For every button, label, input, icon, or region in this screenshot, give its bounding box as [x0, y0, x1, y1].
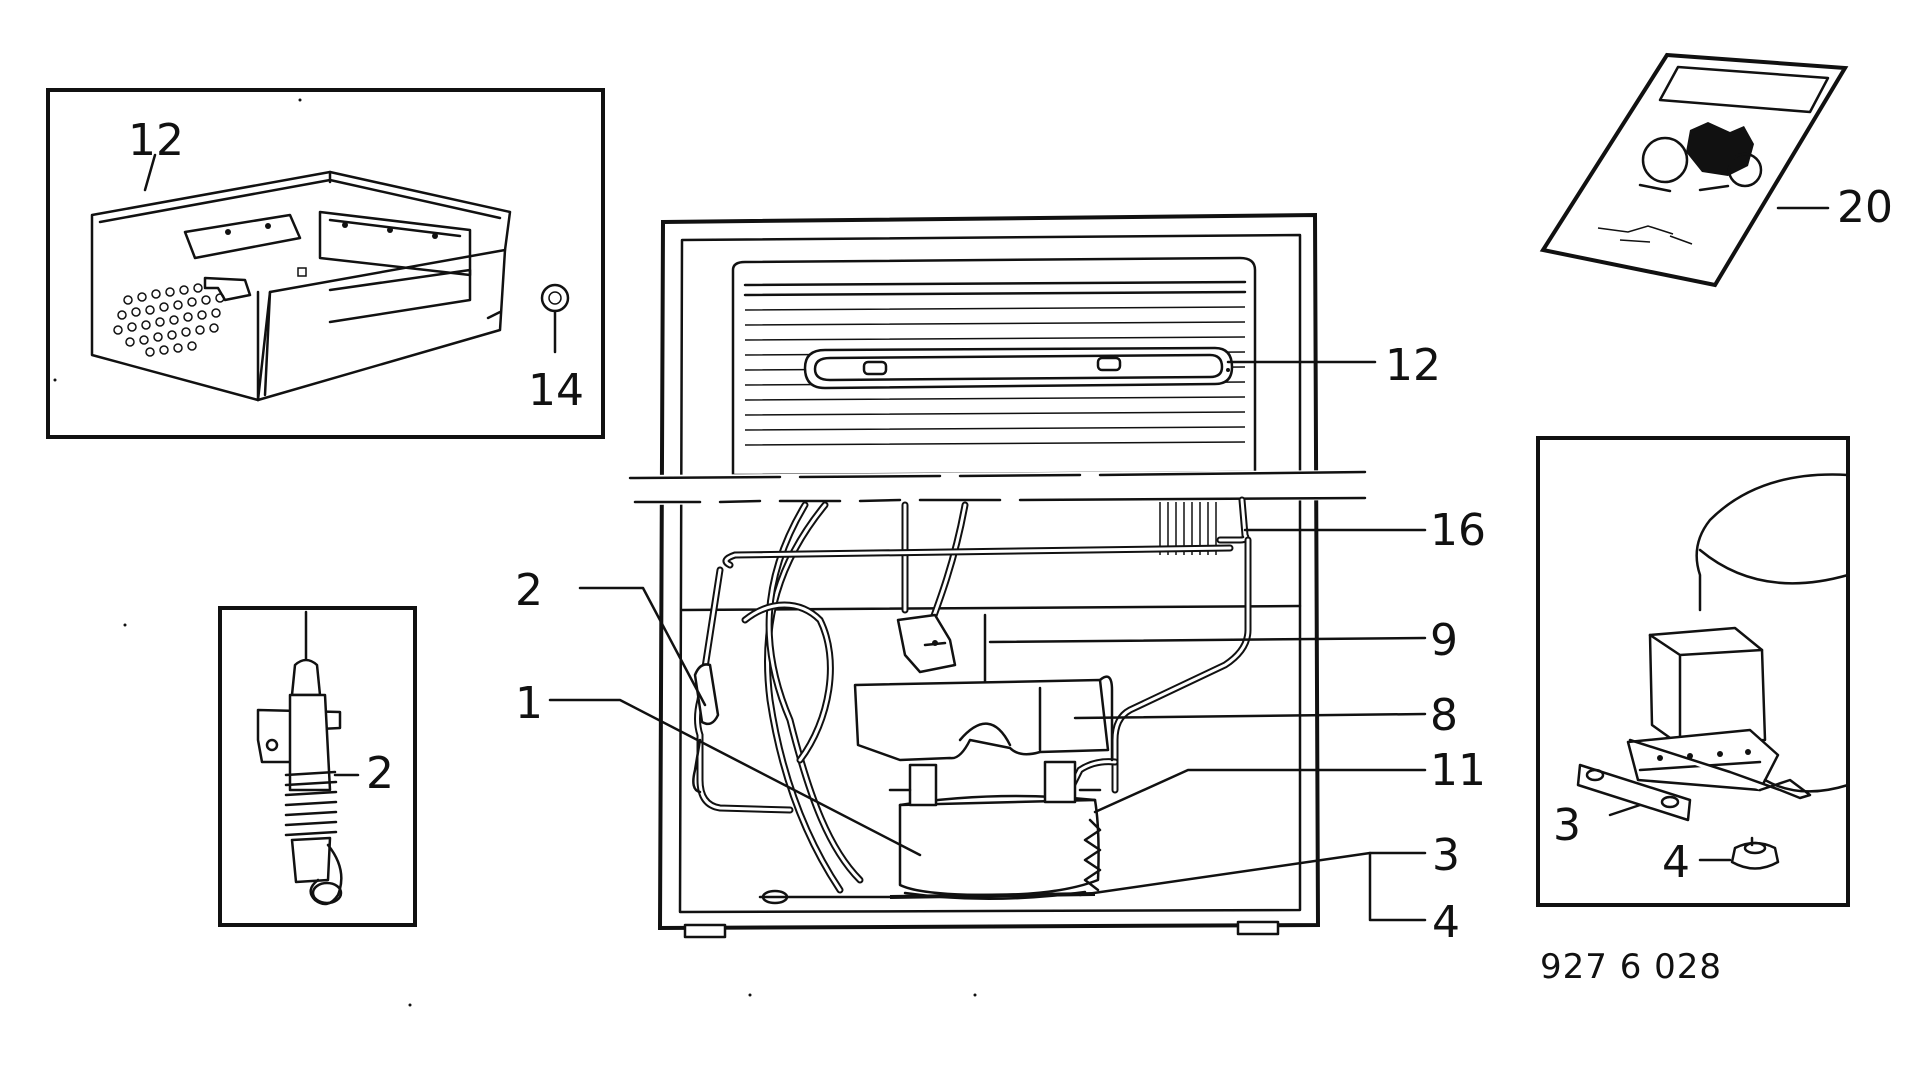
shelf-frame-drawing	[90, 170, 512, 402]
callout-bracket: 3	[1432, 830, 1460, 881]
manual-inset: 20	[1539, 52, 1893, 288]
callout-thermostat: 8	[1430, 690, 1458, 741]
callout-manual: 20	[1837, 182, 1893, 233]
cutaway-break	[628, 470, 1370, 505]
thermostat-housing	[853, 675, 1114, 762]
compressor-inset-border	[1536, 436, 1850, 907]
compressor-inset: 3 4	[1536, 436, 1850, 907]
callout-inset-grommet: 4	[1662, 837, 1690, 888]
spring	[1083, 818, 1102, 892]
mount-bracket	[1576, 763, 1692, 822]
print-specks	[53, 98, 977, 1007]
drawing-code: 927 6 028	[1540, 947, 1722, 987]
callout-shelf-knob: 14	[528, 365, 584, 416]
compressor	[758, 760, 1102, 905]
sensor-coil	[284, 770, 338, 837]
shelf-inset-border	[46, 88, 605, 439]
leader-shelf-top	[143, 153, 157, 192]
shelf-vent-holes	[113, 283, 225, 357]
fridge-rear-view: 12 16 9 8 11 3 4 2 1	[515, 212, 1486, 948]
leader-inset-bracket	[1608, 803, 1642, 817]
shelf-knob	[540, 283, 570, 354]
callout-shelf-top: 12	[128, 115, 184, 166]
callout-tube: 16	[1430, 505, 1486, 556]
main-leaders	[548, 360, 1427, 922]
relay	[896, 613, 987, 692]
shelf-frame-inset: 12 14	[46, 88, 605, 439]
callout-spring: 11	[1430, 745, 1486, 796]
callout-grommet: 4	[1432, 897, 1460, 948]
callout-evaporator: 12	[1385, 340, 1441, 391]
sensor-clip	[692, 663, 720, 794]
rubber-grommet	[1730, 836, 1780, 870]
callout-compressor: 1	[515, 678, 543, 729]
callout-relay: 9	[1430, 615, 1458, 666]
sensor-inset-border	[218, 606, 417, 927]
cabinet-outline	[657, 212, 1321, 931]
sensor-inset: 2	[218, 606, 417, 927]
callout-sensor: 2	[515, 565, 543, 616]
manual-booklet	[1539, 52, 1849, 288]
callout-inset-sensor: 2	[366, 748, 394, 799]
manual-cover-illustration	[1638, 122, 1763, 193]
callout-inset-bracket: 3	[1553, 800, 1581, 851]
evaporator	[731, 256, 1257, 477]
